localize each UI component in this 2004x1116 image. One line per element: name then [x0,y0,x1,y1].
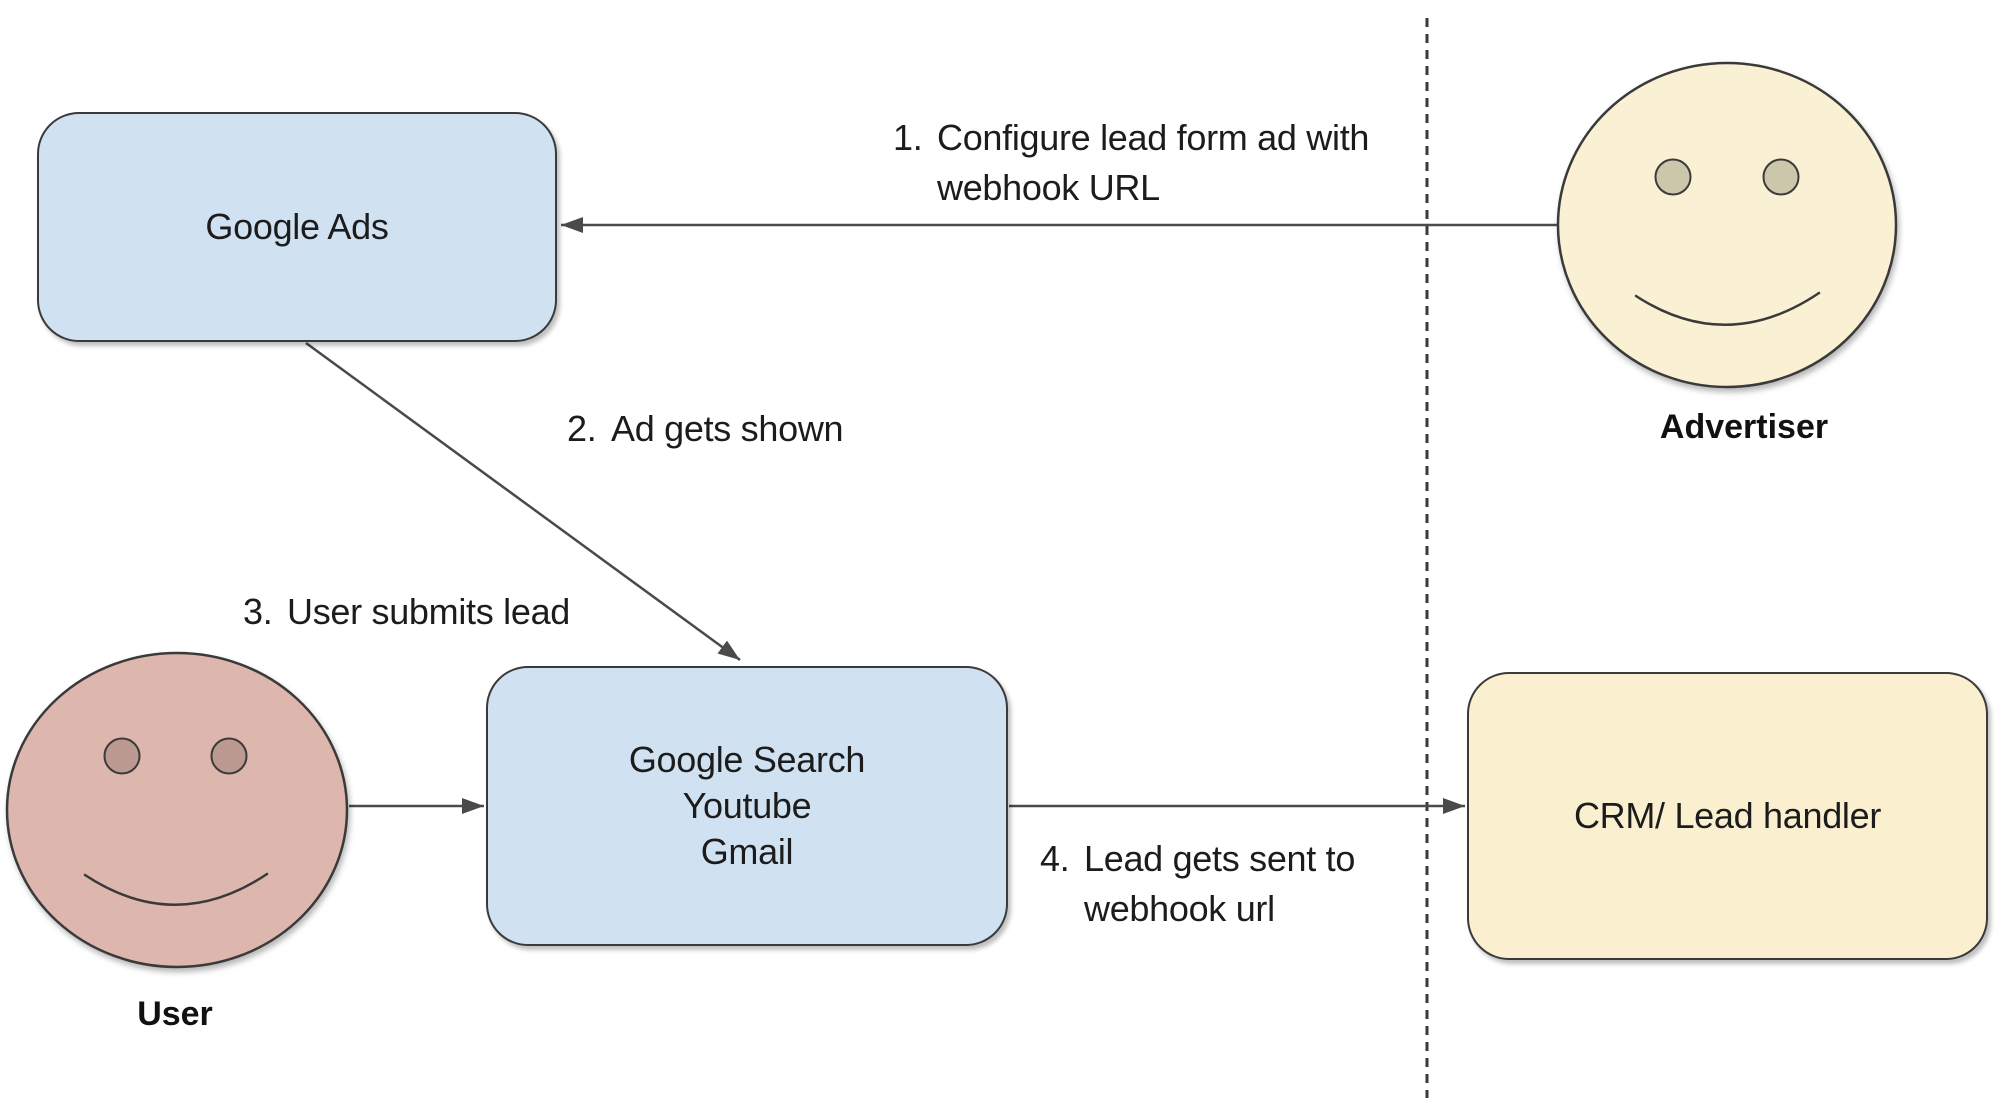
step-1-number: 1. [893,117,923,158]
advertiser-left-eye [1654,158,1692,196]
step-4-text-line-1: Lead gets sent to [1084,838,1356,879]
step-2-number: 2. [567,408,597,449]
advertiser-head [1556,61,1898,389]
step-4-label: 4. Lead gets sent to webhook url [1040,834,1355,934]
user-label: User [137,995,213,1033]
step-3-label: 3. User submits lead [243,587,570,637]
user-face-icon [5,651,349,969]
step-3-text-line-1: User submits lead [287,591,571,632]
user-left-eye [103,737,141,775]
node-google-surfaces-line-1: Google Search [628,739,866,780]
advertiser-face-icon [1556,61,1898,389]
arrow-ad-gets-shown [305,341,741,662]
step-2-text-line-1: Ad gets shown [611,408,844,449]
node-google-ads-label: Google Ads [205,206,389,247]
step-3-number: 3. [243,591,273,632]
step-1-text-line-2: webhook URL [937,167,1160,208]
advertiser-smile [1634,291,1821,326]
node-google-surfaces-line-2: Youtube [682,785,812,826]
node-google-surfaces: Google Search Youtube Gmail [486,666,1008,946]
node-crm-lead-handler: CRM/ Lead handler [1467,672,1988,960]
step-1-label: 1. Configure lead form ad with webhook U… [893,113,1369,213]
step-2-label: 2. Ad gets shown [567,404,844,454]
node-google-surfaces-line-3: Gmail [700,831,794,872]
step-4-number: 4. [1040,838,1070,879]
step-4-text-line-2: webhook url [1084,888,1275,929]
user-right-eye [210,737,248,775]
advertiser-right-eye [1762,158,1800,196]
step-1-text-line-1: Configure lead form ad with [937,117,1370,158]
node-google-ads: Google Ads [37,112,557,342]
node-crm-label: CRM/ Lead handler [1573,795,1882,836]
user-head [5,651,349,969]
user-smile [83,872,269,906]
advertiser-label: Advertiser [1659,408,1829,446]
